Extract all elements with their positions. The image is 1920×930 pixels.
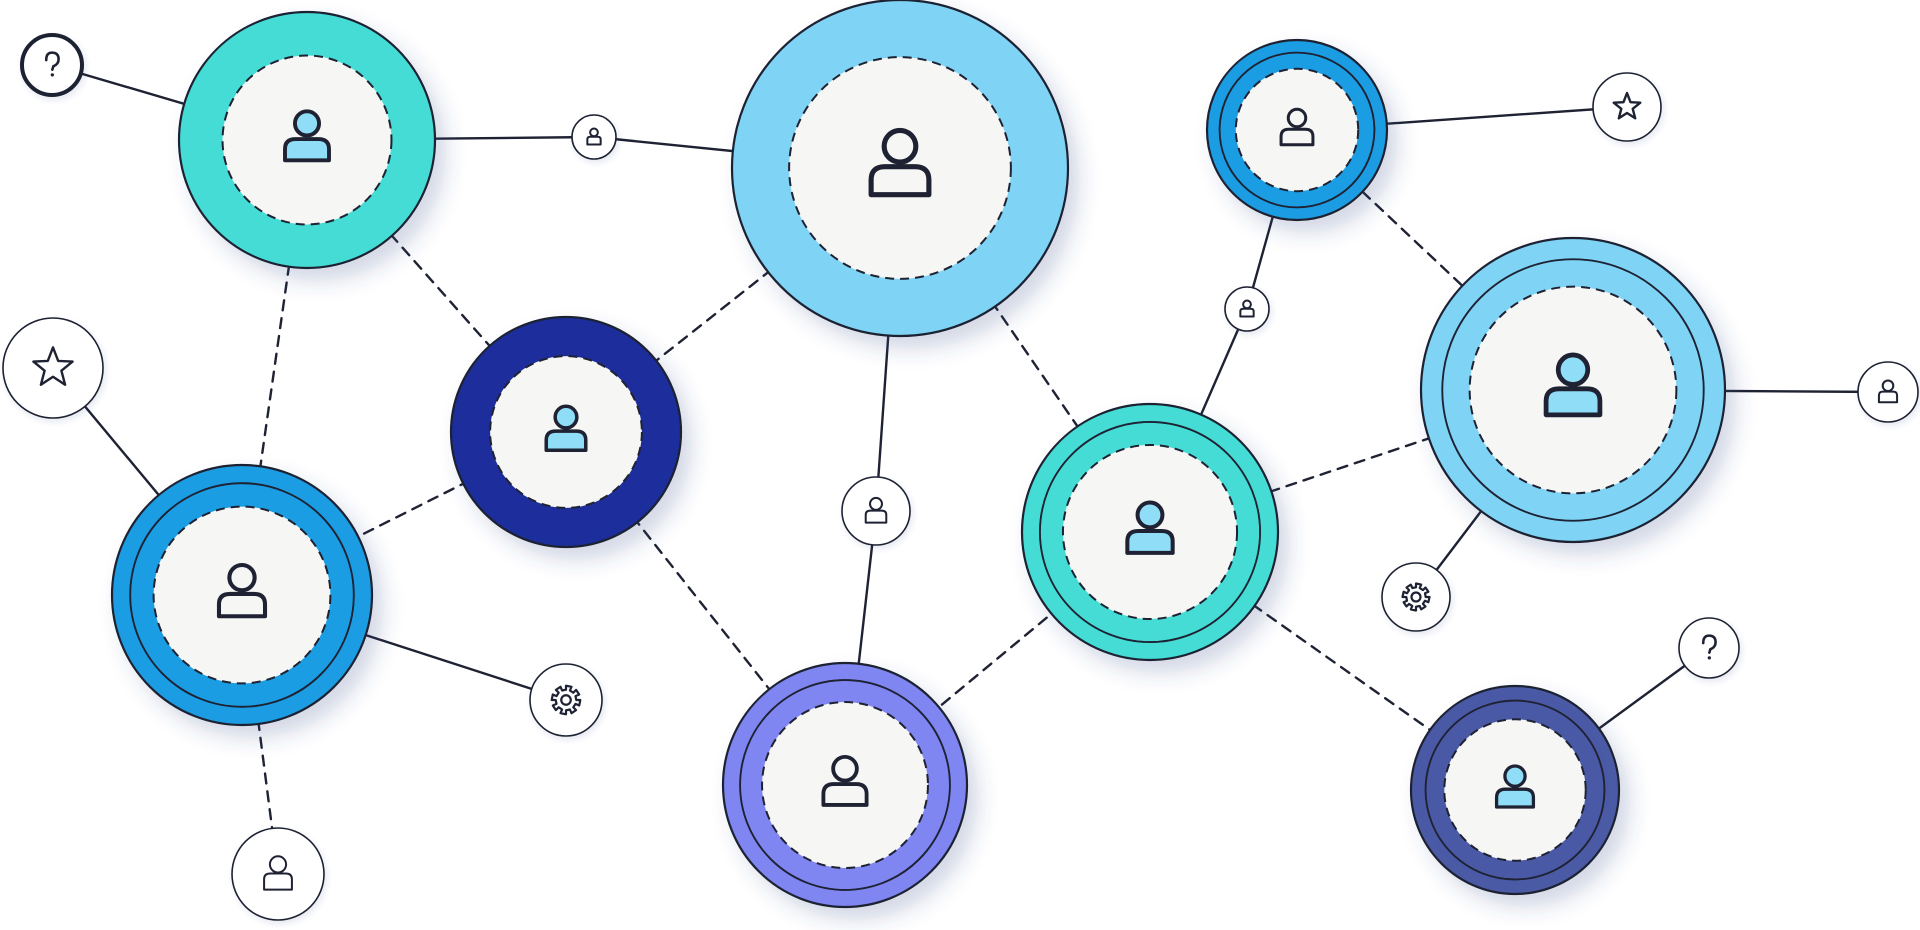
profile-node-sky-center[interactable]	[730, 0, 1070, 338]
badge-circle	[529, 663, 603, 737]
profile-node-periwinkle-bottom[interactable]	[721, 661, 969, 909]
node-inner-ring-line	[1441, 258, 1705, 522]
person-icon-filled	[1125, 500, 1175, 555]
badge-circle	[1592, 72, 1662, 142]
help-badge-bottom-right[interactable]	[1678, 617, 1740, 679]
profile-node-navy-middle[interactable]	[449, 315, 683, 549]
gear-icon	[1401, 582, 1431, 612]
person-icon-outline	[821, 754, 869, 807]
user-icon	[1877, 379, 1899, 404]
user-badge-right-edge[interactable]	[1857, 361, 1919, 423]
settings-badge-left[interactable]	[529, 663, 603, 737]
person-icon-outline	[1279, 107, 1315, 147]
profile-node-teal-center-right[interactable]	[1020, 402, 1280, 662]
node-inner-ring-line	[1039, 421, 1261, 643]
badge-circle	[1678, 617, 1740, 679]
person-icon-outline	[216, 562, 268, 619]
star-badge-left[interactable]	[2, 317, 104, 419]
star-icon	[32, 346, 74, 386]
user-badge-top[interactable]	[571, 114, 617, 160]
profile-node-teal-top-left[interactable]	[177, 10, 437, 270]
user-icon	[1239, 299, 1255, 318]
node-inner-ring-line	[1218, 51, 1376, 209]
node-inner-ring-line	[739, 679, 951, 891]
person-icon-outline	[868, 127, 932, 198]
profile-node-blue-top-right[interactable]	[1205, 38, 1389, 222]
user-badge-bottom-left[interactable]	[231, 827, 325, 921]
question-mark-icon	[1701, 634, 1717, 660]
badge-circle	[20, 33, 84, 97]
user-icon	[586, 127, 602, 146]
profile-node-blue-left[interactable]	[110, 463, 374, 727]
person-icon-filled	[1494, 764, 1536, 809]
person-icon-filled	[283, 109, 331, 163]
person-icon-filled	[1543, 352, 1603, 418]
user-icon	[864, 496, 888, 524]
profile-nodes	[110, 0, 1727, 909]
user-icon	[263, 855, 293, 891]
node-inner-ring-line	[1424, 699, 1606, 881]
gear-icon	[550, 684, 582, 716]
profile-node-slate-bottom-right[interactable]	[1409, 684, 1621, 896]
badge-circle	[2, 317, 104, 419]
user-badge-top-right[interactable]	[1224, 286, 1270, 332]
star-badge-top-right[interactable]	[1592, 72, 1662, 142]
badge-circle	[1381, 562, 1451, 632]
help-badge-top-left[interactable]	[20, 33, 84, 97]
star-icon	[1612, 91, 1642, 120]
user-badge-center[interactable]	[841, 476, 911, 546]
icon-badges	[2, 33, 1919, 921]
settings-badge-right[interactable]	[1381, 562, 1451, 632]
person-icon-filled	[544, 404, 588, 452]
question-mark-icon	[44, 51, 60, 77]
profile-node-sky-right[interactable]	[1419, 236, 1727, 544]
node-inner-ring-line	[129, 482, 355, 708]
